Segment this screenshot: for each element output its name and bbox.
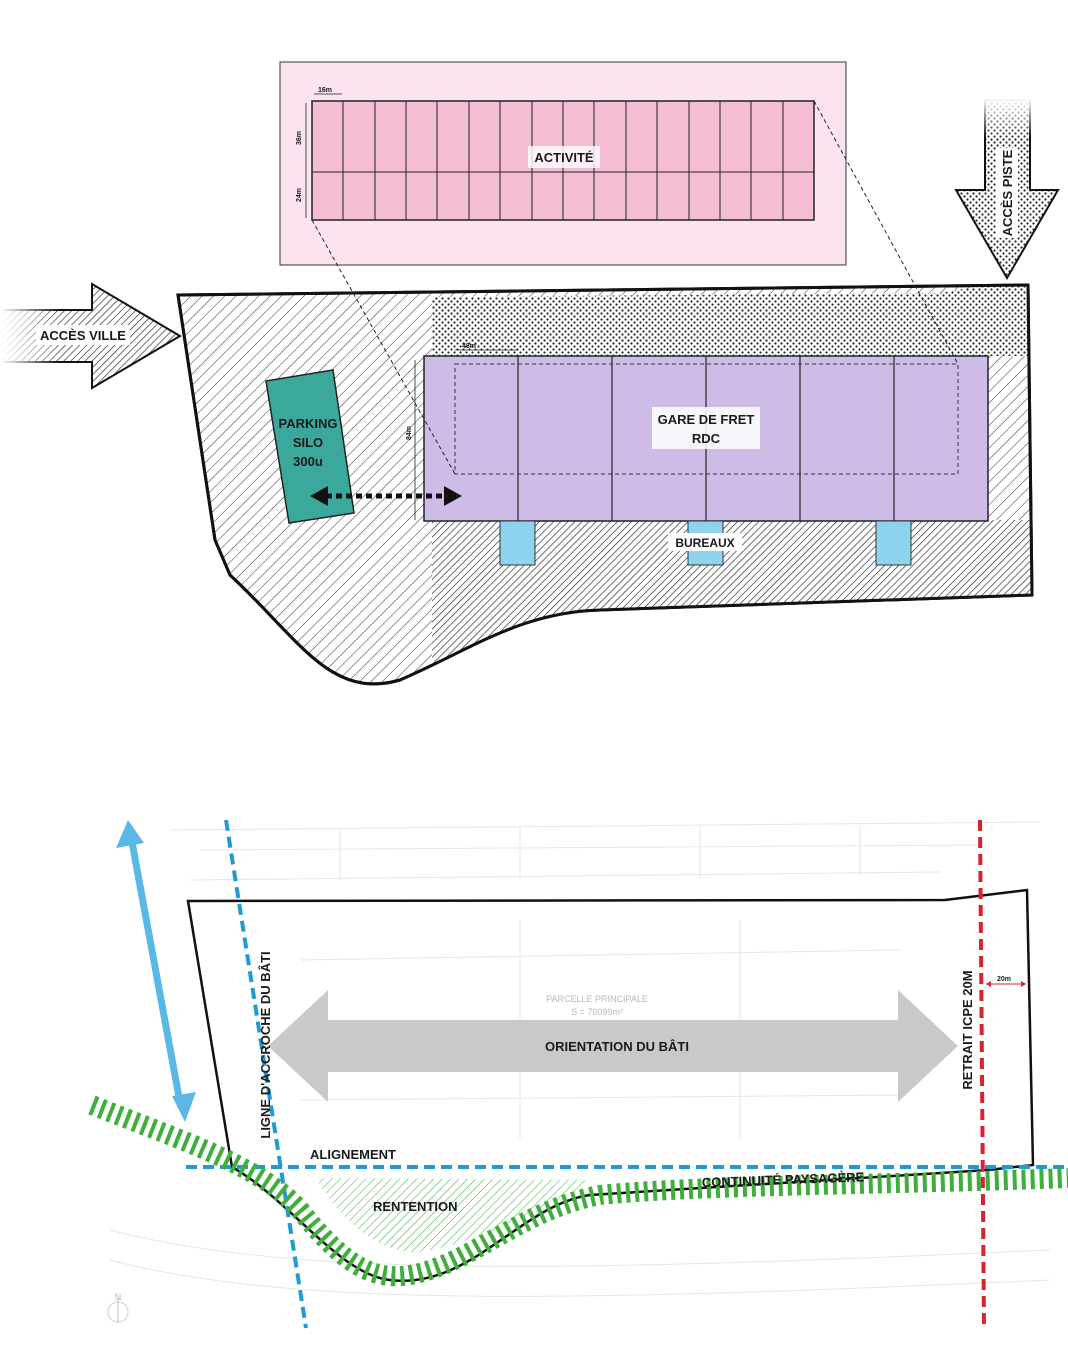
retention-label: RENTENTION [373,1199,458,1214]
parking-label-line2: SILO [293,435,323,450]
activite-grid [312,101,814,220]
bureau-block-3 [875,520,912,566]
gare-grid-lines [517,356,895,521]
orientation-label: ORIENTATION DU BÂTI [545,1039,689,1054]
inset-projection-lines [311,100,959,475]
gare-label-line1: GARE DE FRET [658,412,755,427]
dim-36m-label: 36m [296,131,303,145]
parcelle-label: PARCELLE PRINCIPALE [546,994,648,1004]
gare-inner-footprint [454,363,959,475]
parking-silo-block [265,369,355,524]
continuite-paysagere-line [88,1095,1068,1287]
gare-label-line2: RDC [692,431,721,446]
bureaux-label: BUREAUX [675,536,734,550]
parking-label-line3: 300u [293,454,323,469]
dim-16m-label: 16m [318,87,332,94]
blue-double-arrow [116,820,196,1122]
retrait-icpe-label: RETRAIT ICPE 20M [960,970,975,1089]
retrait-dim-label: 20m [997,976,1011,983]
activite-label: ACTIVITÉ [534,150,594,165]
acces-ville-label: ACCÈS VILLE [40,328,126,343]
retrait-dimension: 20m [986,976,1026,987]
site-zone-dotted [432,285,1030,356]
parcelle-surface: S = 70099m² [571,1007,623,1017]
retention-area [316,1178,590,1253]
orientation-arrow: ORIENTATION DU BÂTI [268,990,958,1102]
north-label: N [115,1292,122,1302]
acces-piste-label: ACCÈS PISTE [1000,149,1015,236]
ligne-accroche-line [224,819,308,1329]
ligne-accroche-label: LIGNE D'ACCROCHE DU BÂTI [258,951,273,1138]
dim-48m-label: 48m [462,343,476,350]
acces-ville-arrow: ACCÈS VILLE [0,282,182,390]
acces-piste-arrow: ACCÈS PISTE [954,98,1060,280]
dim-24m-label: 24m [296,188,303,202]
bureau-block-1 [499,520,536,566]
retrait-icpe-line [978,819,986,1331]
north-arrow-icon: N [107,1292,129,1323]
top-plan: GARE DE FRET RDC 48m 84m BUREAUX PARKING… [0,61,1060,686]
bottom-plan: PARCELLE PRINCIPALE S = 70099m² RENTENTI… [88,819,1068,1331]
dim-84m-label: 84m [406,426,413,440]
parking-link-arrow [310,486,462,506]
parking-label-line1: PARKING [279,416,338,431]
continuite-label: CONTINUITÉ PAYSAGÈRE [702,1169,865,1190]
alignement-label: ALIGNEMENT [310,1147,396,1162]
